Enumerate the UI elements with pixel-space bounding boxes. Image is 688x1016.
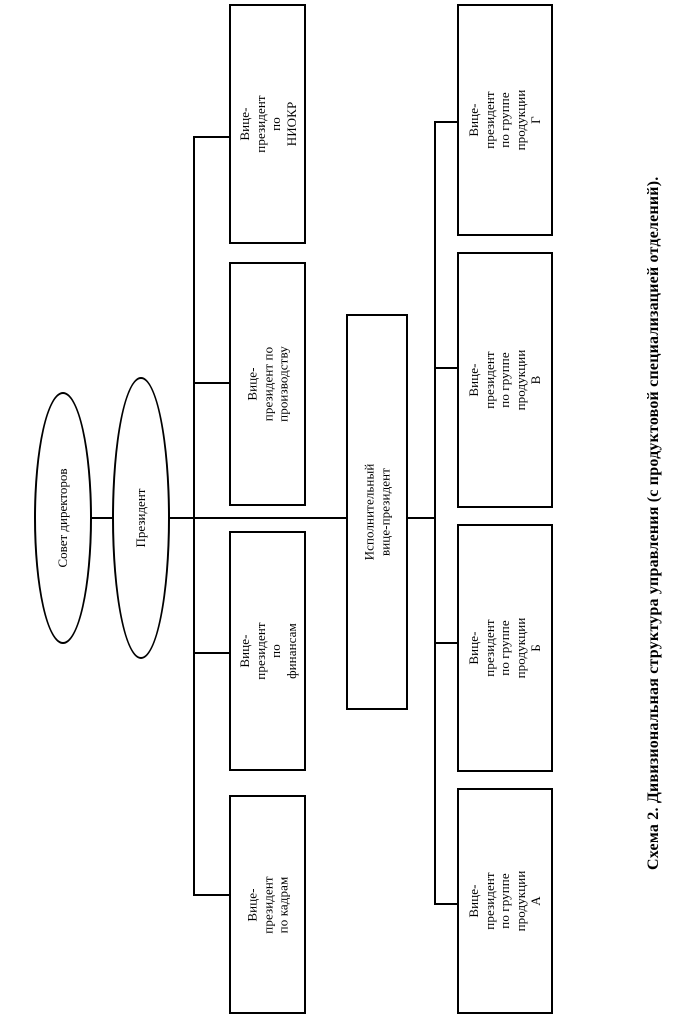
edge-to-vp-hr — [193, 894, 230, 896]
node-vp-production-label: Вице-президент по производству — [244, 346, 291, 422]
edge-to-vp-production — [193, 382, 230, 384]
edge-to-vp-group-g — [434, 121, 458, 123]
node-vp-production: Вице-президент по производству — [229, 262, 306, 506]
edge-to-vp-rnd — [193, 136, 230, 138]
edge-to-vp-group-b — [434, 642, 458, 644]
edge-to-vp-finance — [193, 652, 230, 654]
node-vp-product-group-b-label: Вице-президент по группе продукции Б — [466, 617, 544, 679]
edge-to-vp-group-a — [434, 903, 458, 905]
edge-to-vp-group-v — [434, 367, 458, 369]
node-vp-product-group-a-label: Вице-президент по группе продукции А — [466, 870, 544, 932]
node-president-label: Президент — [133, 488, 148, 548]
node-executive-vp: Исполнительный вице-президент — [346, 314, 408, 710]
node-vp-product-group-a: Вице-президент по группе продукции А — [457, 788, 553, 1014]
edge-board-to-president — [89, 517, 115, 519]
node-vp-hr: Вице-президент по кадрам — [229, 795, 306, 1014]
functional-spine — [193, 136, 195, 896]
node-vp-product-group-b: Вице-президент по группе продукции Б — [457, 524, 553, 772]
node-board-of-directors-label: Совет директоров — [55, 468, 70, 568]
node-vp-finance: Вице-президент по финансам — [229, 531, 306, 771]
node-vp-product-group-v-label: Вице-президент по группе продукции В — [466, 349, 544, 411]
node-vp-finance-label: Вице-президент по финансам — [236, 622, 299, 680]
node-vp-rnd-label: Вице-президент по НИОКР — [236, 95, 299, 153]
node-vp-product-group-g: Вице-президент по группе продукции Г — [457, 4, 553, 236]
node-vp-product-group-g-label: Вице-президент по группе продукции Г — [466, 89, 544, 151]
node-president: Президент — [112, 377, 170, 659]
node-executive-vp-label: Исполнительный вице-президент — [361, 463, 392, 561]
node-vp-rnd: Вице-президент по НИОКР — [229, 4, 306, 244]
edge-president-trunk — [168, 517, 368, 519]
node-board-of-directors: Совет директоров — [34, 392, 92, 644]
node-vp-hr-label: Вице-президент по кадрам — [244, 875, 291, 934]
node-vp-product-group-v: Вице-президент по группе продукции В — [457, 252, 553, 508]
figure-caption: Схема 2. Дивизиональная структура управл… — [645, 176, 662, 870]
edge-exec-vp-trunk — [406, 517, 436, 519]
divisional-spine — [434, 121, 436, 905]
